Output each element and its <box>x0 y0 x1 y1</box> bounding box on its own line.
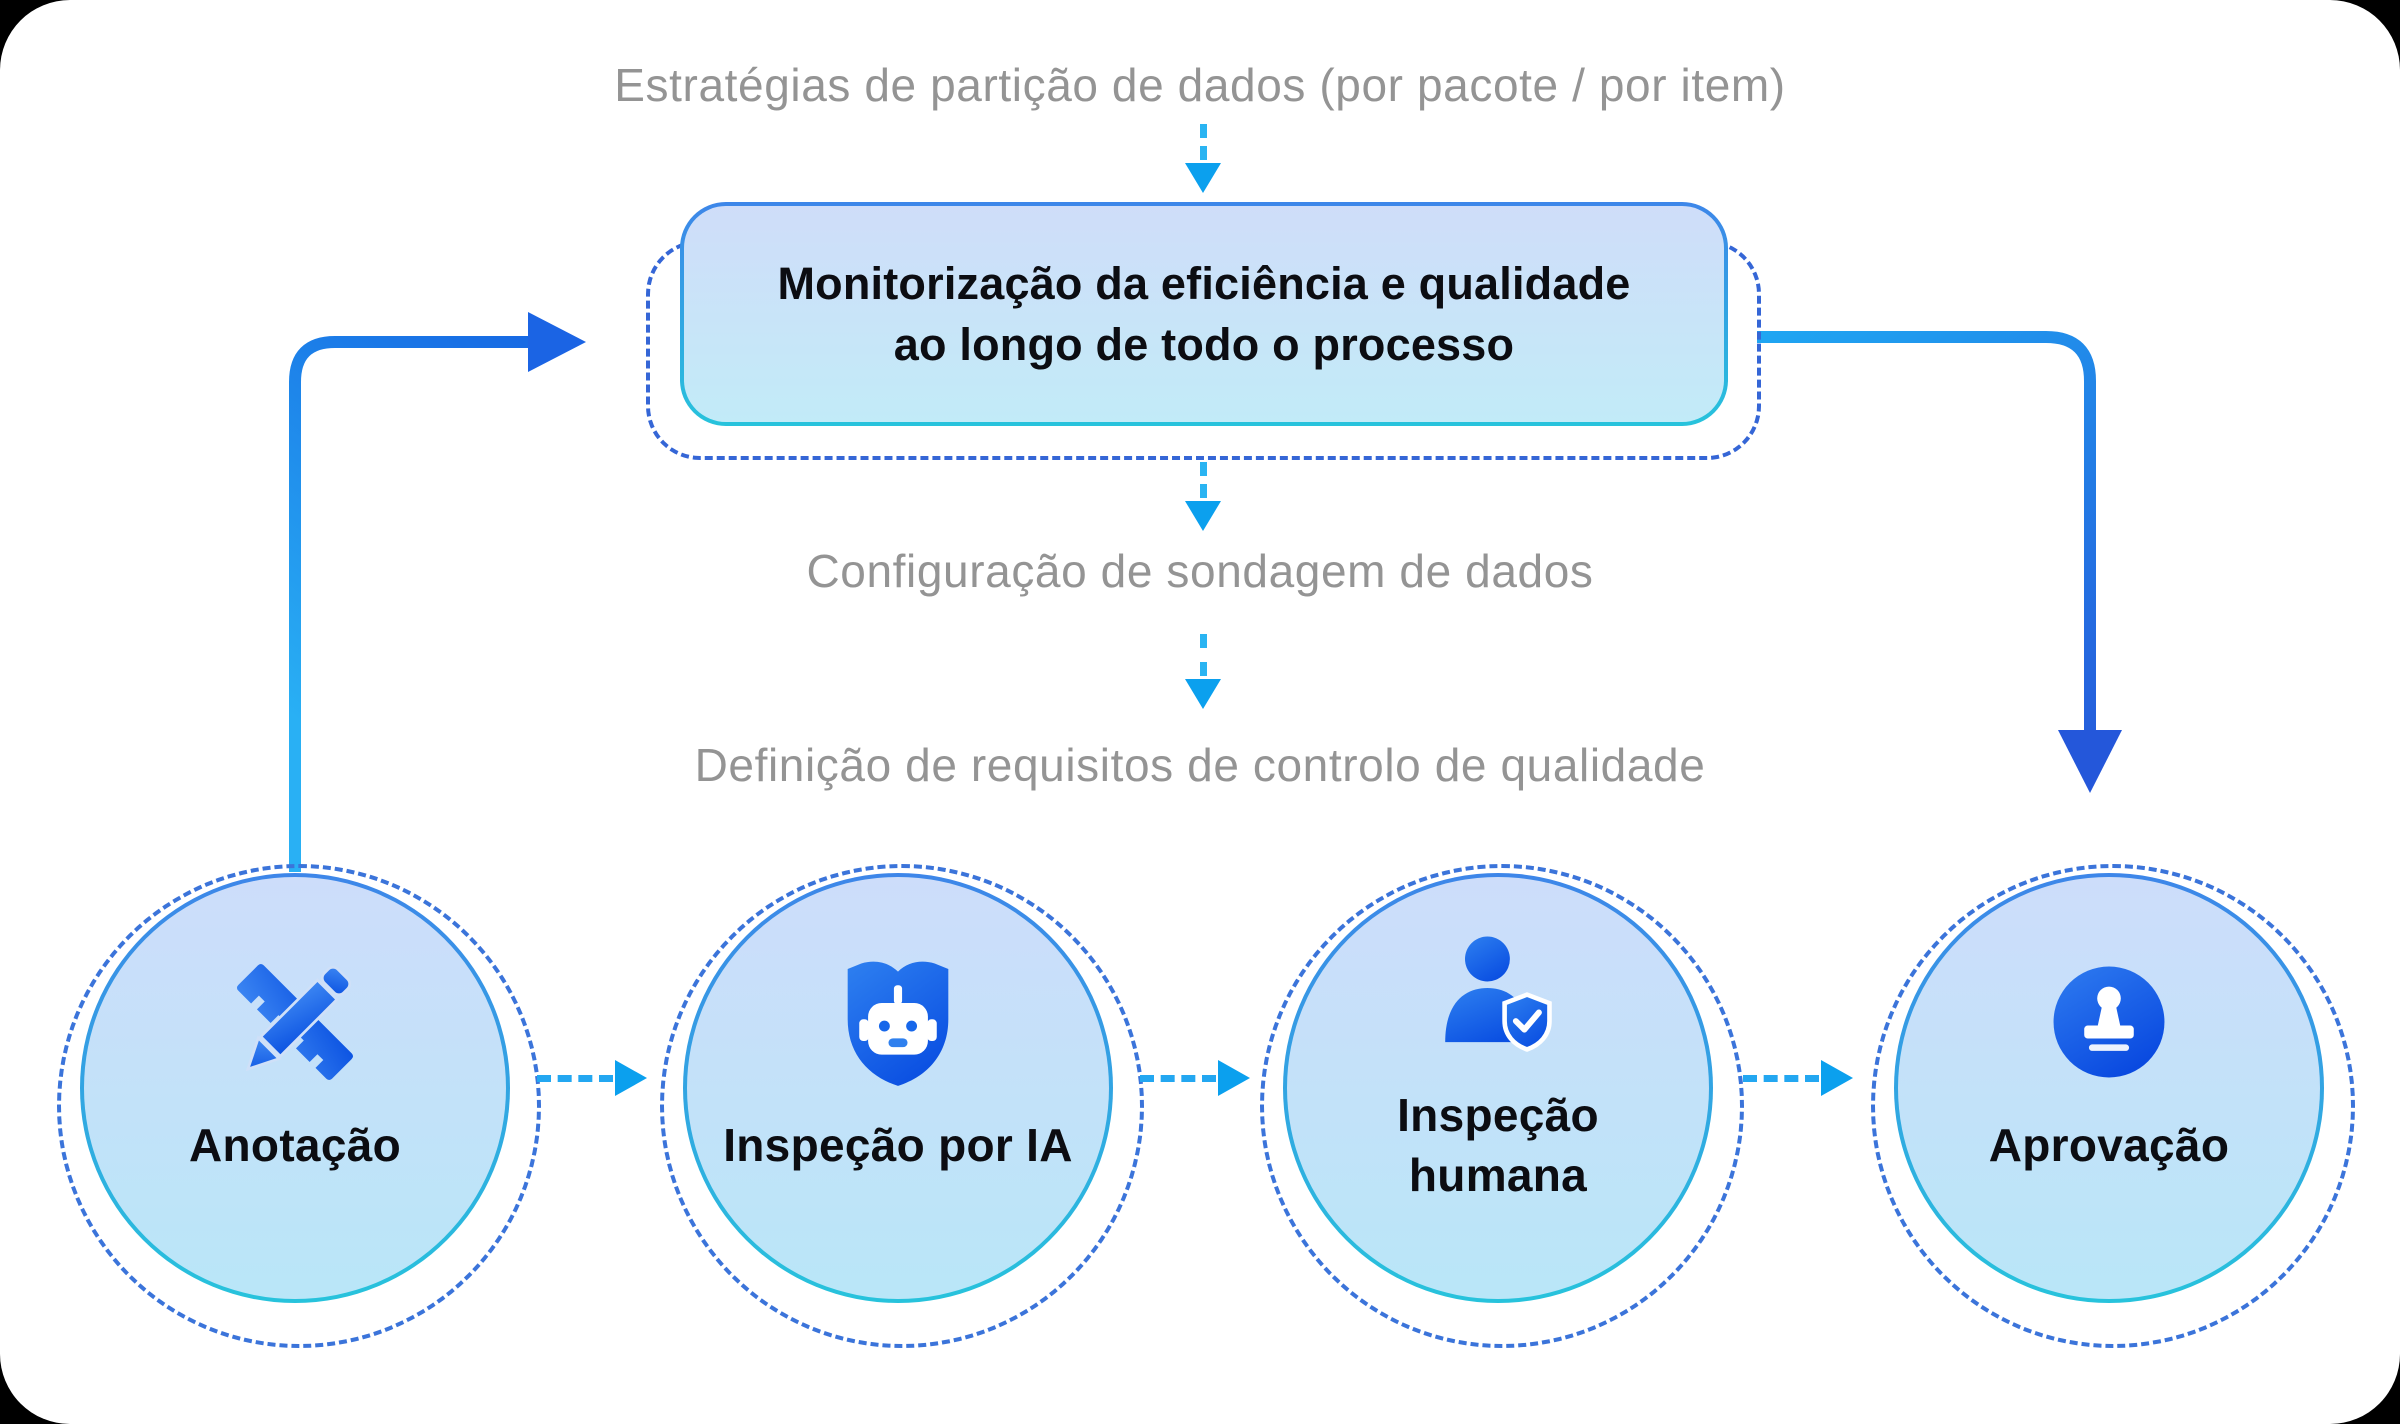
stage-approval-dashed-ring <box>1871 864 2355 1348</box>
dash-line <box>537 1074 613 1082</box>
stage-human-inspection: Inspeção humana <box>1283 873 1713 1303</box>
arrowhead-right-icon <box>1821 1060 1853 1096</box>
qc-requirements-label: Definição de requisitos de controlo de q… <box>694 739 1706 791</box>
stage-ai-inspection: Inspeção por IA <box>683 873 1113 1303</box>
stage-approval-label: Aprovação <box>1988 1119 2230 1172</box>
arrowhead-down-icon <box>1185 679 1221 709</box>
arrowhead-right-icon <box>1218 1060 1250 1096</box>
top-strategy-label: Estratégias de partição de dados (por pa… <box>614 59 1786 111</box>
dash-line <box>1199 462 1207 498</box>
monitor-box-line1: Monitorização da eficiência e qualidade <box>777 257 1631 309</box>
dash-line <box>1140 1074 1216 1082</box>
arrowhead-down-icon <box>1185 163 1221 193</box>
pencil-ruler-icon <box>224 952 366 1092</box>
stage-human-inspection-label: Inspeção humana <box>1397 1089 1599 1201</box>
stage-annotation: Anotação <box>80 873 510 1303</box>
dashed-arrow-2-3 <box>1140 1059 1250 1097</box>
stage-annotation-label: Anotação <box>189 1119 401 1172</box>
stage-ai-inspection-dashed-ring <box>660 864 1144 1348</box>
arrow-monitor-to-approval <box>1757 331 2122 793</box>
stage-annotation-dashed-ring <box>57 864 541 1348</box>
dash-line <box>1199 634 1207 676</box>
dashed-arrow-3-4 <box>1743 1059 1853 1097</box>
arrow-annotation-to-monitor <box>289 312 586 872</box>
monitor-box: Monitorização da eficiência e qualidade … <box>680 202 1728 426</box>
dash-line <box>1199 124 1207 160</box>
monitor-box-line2: ao longo de todo o processo <box>893 319 1515 370</box>
down-dashed-arrow-2 <box>1185 462 1221 531</box>
dash-line <box>1743 1074 1819 1082</box>
sampling-config-label: Configuração de sondagem de dados <box>806 545 1594 597</box>
person-shield-icon <box>1428 922 1568 1062</box>
arrowhead-right-icon <box>615 1060 647 1096</box>
down-dashed-arrow-3 <box>1185 634 1221 709</box>
stamp-icon <box>2050 952 2168 1092</box>
stage-ai-inspection-label: Inspeção por IA <box>723 1119 1073 1172</box>
dashed-arrow-1-2 <box>537 1059 647 1097</box>
robot-shield-icon <box>830 952 966 1092</box>
stage-human-inspection-dashed-ring <box>1260 864 1744 1348</box>
down-dashed-arrow-1 <box>1185 124 1221 193</box>
stage-approval: Aprovação <box>1894 873 2324 1303</box>
arrowhead-down-icon <box>1185 501 1221 531</box>
